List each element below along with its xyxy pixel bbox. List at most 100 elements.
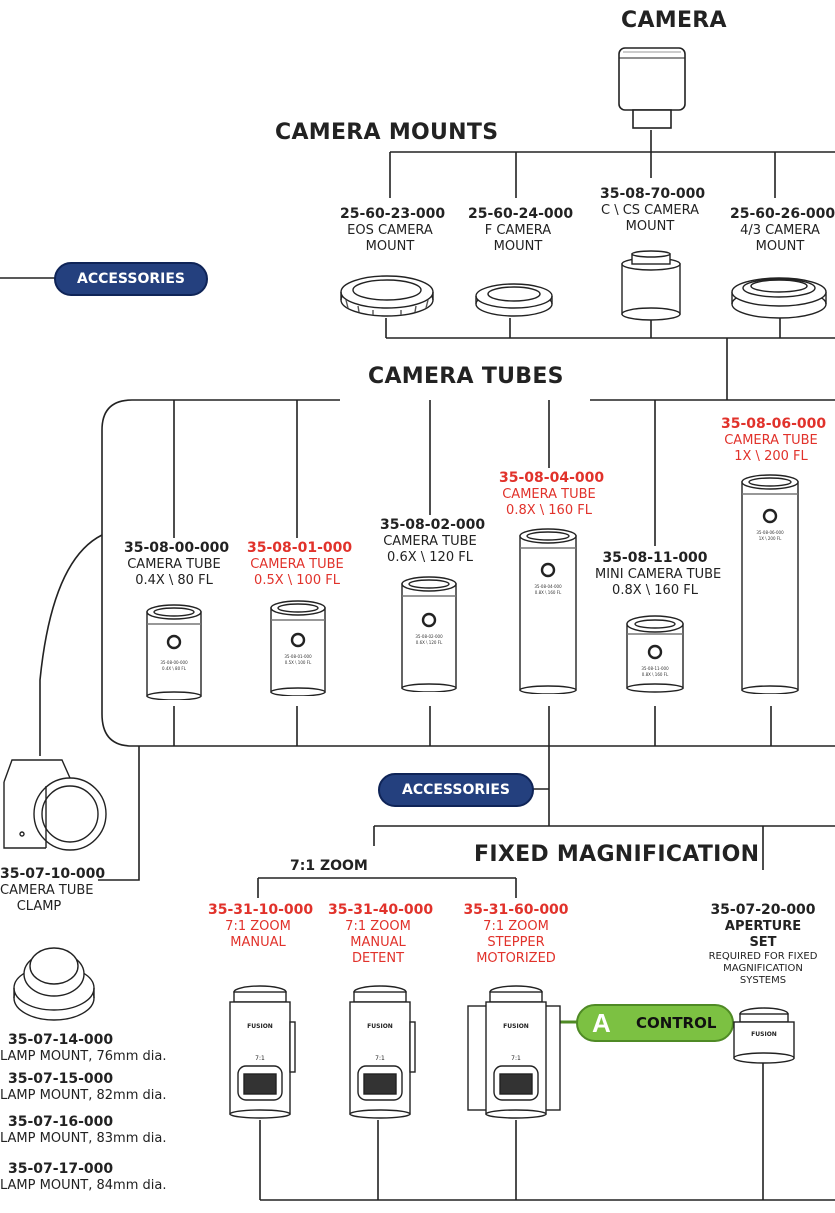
tube-2-label: 35-08-02-000 CAMERA TUBE 0.6X \ 120 FL (380, 517, 485, 566)
zoom-2-label: 35-31-60-000 7:1 ZOOM STEPPER MOTORIZED (462, 902, 570, 967)
part-number: 35-07-17-000 (8, 1160, 114, 1177)
ratio-label: 7:1 (511, 1055, 521, 1062)
clamp-mount-item: 35-07-14-000 LAMP MOUNT, 76mm dia. (0, 1032, 190, 1065)
description: 7:1 ZOOM (483, 919, 549, 935)
description: LAMP MOUNT, 82mm dia. (0, 1088, 167, 1104)
description: CAMERA TUBE (724, 433, 818, 449)
eos-mount-image (340, 275, 434, 317)
clamp-mount-item: 35-07-16-000 LAMP MOUNT, 83mm dia. (0, 1114, 190, 1147)
brand-label: FUSION (503, 1023, 529, 1030)
description: LAMP MOUNT, 76mm dia. (0, 1049, 167, 1065)
description: CAMERA TUBE (502, 487, 596, 503)
tube-3-label: 35-08-04-000 CAMERA TUBE 0.8X \ 160 FL (499, 470, 605, 519)
control-label: CONTROL (636, 1014, 717, 1032)
aperture-image: FUSION (733, 1007, 795, 1064)
svg-text:1X \ 200 FL: 1X \ 200 FL (759, 536, 782, 541)
description: C \ CS CAMERA (601, 203, 699, 219)
mount-f: 25-60-24-000 F CAMERA MOUNT (468, 206, 573, 255)
zoom-manual-image: FUSION 7:1 (229, 985, 296, 1119)
heading-zoom-group: 7:1 ZOOM (290, 858, 368, 874)
description: MOUNT (365, 238, 415, 254)
svg-text:0.6X \ 120 FL: 0.6X \ 120 FL (416, 640, 443, 645)
description: MINI CAMERA TUBE (595, 567, 722, 583)
zoom-0-label: 35-31-10-000 7:1 ZOOM MANUAL (208, 902, 313, 951)
svg-text:0.8X \ 160 FL: 0.8X \ 160 FL (642, 672, 669, 677)
svg-text:0.4X \ 80 FL: 0.4X \ 80 FL (162, 666, 187, 671)
ratio-label: 7:1 (375, 1055, 385, 1062)
description: 0.8X \ 160 FL (506, 502, 592, 518)
description: MANUAL (230, 934, 286, 950)
tube-2-image: 35-08-02-000 0.6X \ 120 FL (401, 576, 457, 692)
part-number: 25-60-26-000 (730, 206, 835, 222)
svg-text:35-08-02-000: 35-08-02-000 (415, 634, 443, 639)
control-button[interactable]: A CONTROL (576, 1004, 734, 1042)
part-number: 35-08-01-000 (247, 540, 353, 556)
description: LAMP MOUNT, 83mm dia. (0, 1130, 167, 1146)
accessories-button-middle[interactable]: ACCESSORIES (378, 773, 534, 807)
c-cs-mount-image (621, 250, 681, 321)
heading-camera-tubes: CAMERA TUBES (368, 364, 564, 389)
aperture-note: SYSTEMS (739, 975, 787, 987)
clamp-mount-item: 35-07-15-000 LAMP MOUNT, 82mm dia. (0, 1071, 190, 1104)
aperture-title: SET (749, 934, 777, 950)
description: 0.8X \ 160 FL (612, 582, 698, 598)
description: F CAMERA (484, 223, 552, 239)
heading-fixed-magnification: FIXED MAGNIFICATION (474, 842, 760, 867)
accessories-button-top[interactable]: ACCESSORIES (54, 262, 208, 296)
description: 4/3 CAMERA (740, 223, 820, 239)
description: CAMERA TUBE (250, 557, 344, 573)
description: 7:1 ZOOM (225, 919, 291, 935)
part-number: 35-07-15-000 (8, 1070, 114, 1087)
clamp-mount-item: 35-07-17-000 LAMP MOUNT, 84mm dia. (0, 1161, 190, 1194)
tube-0-label: 35-08-00-000 CAMERA TUBE 0.4X \ 80 FL (124, 540, 230, 589)
aperture-note: MAGNIFICATION (723, 962, 803, 974)
svg-text:35-08-06-000: 35-08-06-000 (756, 530, 784, 535)
zoom-detent-image: FUSION 7:1 (349, 985, 416, 1119)
description: STEPPER (487, 934, 545, 950)
zoom-1-label: 35-31-40-000 7:1 ZOOM MANUAL DETENT (328, 902, 433, 967)
aperture-note: REQUIRED FOR FIXED (708, 950, 818, 962)
part-number: 35-08-04-000 (499, 470, 605, 486)
part-number: 35-08-70-000 (600, 186, 706, 202)
part-number: 35-08-11-000 (602, 550, 708, 566)
description: MOUNT (493, 238, 543, 254)
svg-text:35-08-01-000: 35-08-01-000 (284, 654, 312, 659)
tube-1-label: 35-08-01-000 CAMERA TUBE 0.5X \ 100 FL (247, 540, 353, 589)
brand-label: FUSION (367, 1023, 393, 1030)
tube-3-image: 35-08-04-000 0.8X \ 160 FL (519, 528, 577, 694)
description: DETENT (351, 950, 405, 966)
svg-text:35-08-11-000: 35-08-11-000 (641, 666, 669, 671)
aperture-label: 35-07-20-000 APERTURE SET REQUIRED FOR F… (703, 902, 823, 987)
mount-eos: 25-60-23-000 EOS CAMERA MOUNT (340, 206, 445, 255)
description: 0.5X \ 100 FL (254, 572, 340, 588)
part-number: 35-07-10-000 (0, 866, 106, 882)
part-number: 35-07-20-000 (710, 902, 816, 918)
clamp-image (3, 759, 107, 851)
zoom-stepper-image: FUSION 7:1 (467, 985, 561, 1119)
clamp-label: 35-07-10-000 CAMERA TUBE CLAMP (0, 866, 106, 915)
svg-text:35-08-04-000: 35-08-04-000 (534, 584, 562, 589)
tube-1-image: 35-08-01-000 0.5X \ 100 FL (270, 600, 326, 696)
heading-camera-mounts: CAMERA MOUNTS (275, 120, 499, 145)
description: CAMERA TUBE (0, 883, 94, 899)
four-thirds-mount-image (731, 277, 827, 319)
mount-4-3: 25-60-26-000 4/3 CAMERA MOUNT (730, 206, 835, 255)
mount-c-cs: 35-08-70-000 C \ CS CAMERA MOUNT (600, 186, 706, 235)
ratio-label: 7:1 (255, 1055, 265, 1062)
description: MOUNT (755, 238, 805, 254)
camera-body-image (618, 47, 686, 129)
description: 0.6X \ 120 FL (387, 549, 473, 565)
description: MOUNT (625, 218, 675, 234)
clamp-mount-image (13, 947, 95, 1021)
aperture-title: APERTURE (724, 919, 802, 935)
heading-camera: CAMERA (621, 8, 727, 33)
part-number: 35-07-14-000 (8, 1032, 114, 1048)
description: CLAMP (16, 898, 62, 914)
part-number: 35-31-60-000 (463, 902, 569, 918)
description: MOTORIZED (476, 950, 556, 966)
tube-5-label: 35-08-06-000 CAMERA TUBE 1X \ 200 FL (721, 416, 826, 465)
description: MANUAL (350, 934, 406, 950)
svg-text:0.5X \ 100 FL: 0.5X \ 100 FL (285, 660, 312, 665)
part-number: 35-08-00-000 (124, 540, 230, 556)
